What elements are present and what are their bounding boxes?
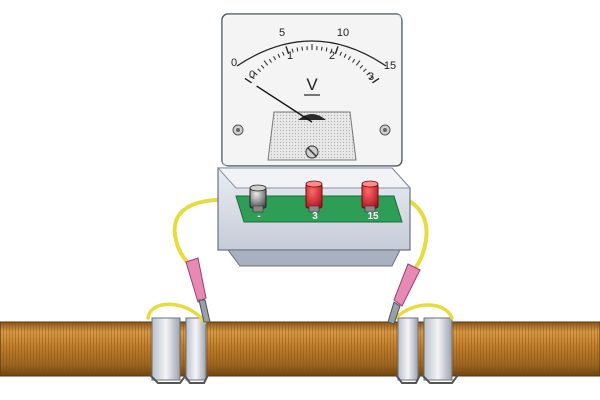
meter-scale — [236, 40, 387, 84]
outer-scale-10: 10 — [337, 27, 349, 39]
inner-scale-0: 0 — [249, 69, 255, 81]
unit-symbol: V — [306, 75, 318, 94]
pipe-bracket-left-outer — [149, 317, 187, 384]
scale-tick — [347, 56, 351, 61]
scale-tick — [352, 58, 356, 63]
terminal-label-range-high: 15 — [367, 211, 379, 222]
zero-adjust-screw[interactable] — [305, 145, 319, 159]
face-screw-left — [232, 124, 244, 136]
clip-right — [387, 263, 421, 325]
outer-scale-15: 15 — [384, 60, 396, 72]
scale-tick — [363, 68, 367, 72]
bridge-wire-left — [146, 302, 207, 324]
terminal-negative[interactable] — [249, 184, 267, 213]
scale-tick — [366, 72, 371, 76]
scale-tick — [359, 64, 364, 69]
scale-tick — [260, 64, 265, 69]
scale-tick — [372, 77, 380, 84]
terminal-label-range-low: 3 — [312, 211, 318, 222]
terminal-range-high[interactable] — [361, 180, 379, 213]
face-screw-right — [379, 124, 391, 136]
scale-tick — [343, 53, 347, 58]
pointer-window — [267, 111, 357, 161]
scale-tick — [257, 68, 261, 72]
inner-scale-2: 2 — [329, 50, 335, 62]
scale-tick — [285, 46, 290, 55]
scale-tick — [334, 46, 339, 55]
pipe-bracket-right-inner — [421, 317, 459, 384]
inner-scale-3: 3 — [368, 71, 374, 83]
scale-tick — [253, 72, 258, 76]
clip-left — [185, 257, 211, 323]
meter-pointer — [256, 85, 313, 123]
scale-tick — [339, 51, 342, 56]
scale-tick — [321, 46, 323, 51]
terminal-range-low[interactable] — [305, 180, 323, 213]
bridge-wire-right — [390, 303, 454, 324]
scale-tick — [291, 48, 294, 53]
scale-tick — [325, 47, 328, 52]
scale-tick — [282, 51, 285, 56]
pipe-bracket-left-inner — [183, 317, 209, 384]
terminal-label-negative: - — [257, 211, 260, 222]
scale-tick — [301, 46, 303, 51]
outer-scale-0: 0 — [231, 57, 237, 69]
outer-scale-5: 5 — [279, 27, 285, 39]
scale-tick — [355, 60, 361, 66]
pipe-bracket-right-outer — [395, 317, 421, 384]
scale-tick — [296, 47, 299, 52]
scale-tick — [273, 56, 277, 61]
meter-face — [221, 13, 404, 168]
copper-pipe — [0, 321, 600, 377]
scale-tick — [268, 58, 272, 63]
scale-tick — [330, 48, 333, 53]
inner-scale-1: 1 — [287, 50, 293, 62]
scale-tick — [250, 76, 255, 80]
scale-tick — [369, 76, 374, 80]
scale-tick — [263, 60, 269, 66]
scale-tick — [277, 53, 281, 58]
scale-tick — [244, 77, 252, 84]
